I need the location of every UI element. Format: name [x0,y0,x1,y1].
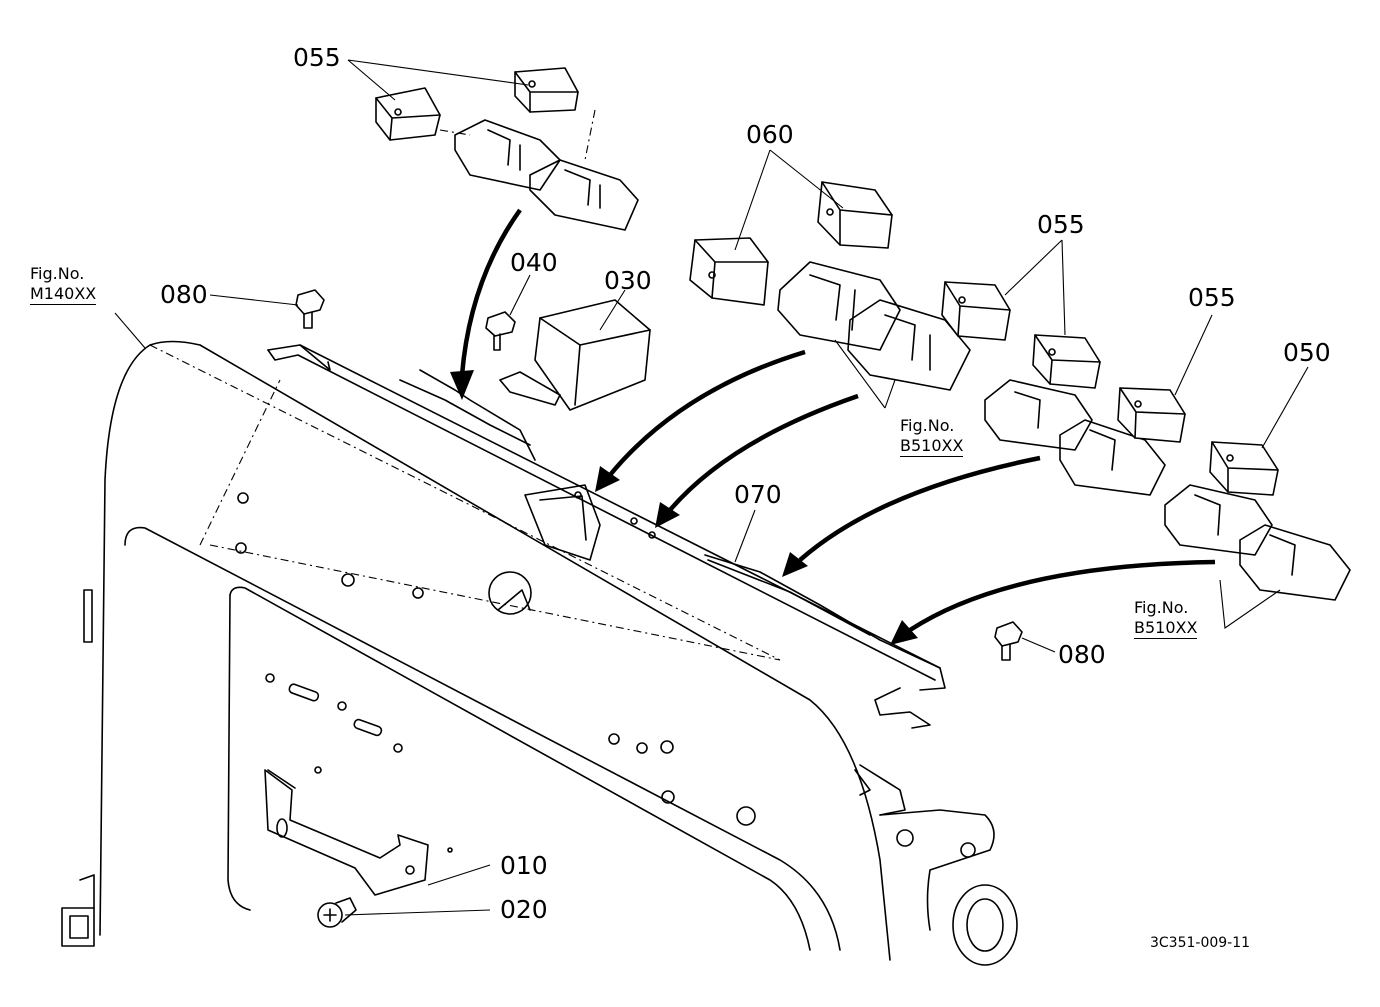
figure-ref-middle-line2: B510XX [900,436,964,457]
figure-ref-middle: Fig.No. B510XX [900,416,964,457]
callout-070: 070 [734,480,782,509]
figure-ref-right-line2: B510XX [1134,618,1198,639]
drawing-code: 3C351-009-11 [1150,935,1251,951]
callout-055-mid: 055 [1037,210,1085,239]
figure-ref-right: Fig.No. B510XX [1134,598,1198,639]
callout-060: 060 [746,120,794,149]
leader-lines [114,59,1309,916]
callout-030: 030 [604,266,652,295]
callout-020: 020 [500,895,548,924]
figure-ref-left-line1: Fig.No. [30,264,85,283]
figure-ref-middle-line1: Fig.No. [900,416,955,435]
relay-030 [499,299,651,411]
bolt-080-right [994,621,1023,661]
assembly-arrows [450,208,1216,645]
callout-010: 010 [500,851,548,880]
bolt-080-left [295,289,325,329]
relay-group-050 [1117,387,1351,601]
callout-080-right: 080 [1058,640,1106,669]
callout-080-left: 080 [160,280,208,309]
callout-040: 040 [510,248,558,277]
screw-020 [317,897,357,928]
bracket-010 [264,769,453,896]
figure-ref-left: Fig.No. M140XX [30,264,97,305]
relay-group-060 [689,181,971,391]
figure-ref-left-line2: M140XX [30,284,97,305]
mounting-rail [267,344,1018,966]
figure-ref-right-line1: Fig.No. [1134,598,1189,617]
relay-group-top [375,67,639,231]
callout-055-right: 055 [1188,283,1236,312]
bolt-040 [485,311,516,351]
relay-group-055-mid [941,281,1166,496]
panel-housing [61,340,891,961]
callout-050: 050 [1283,338,1331,367]
callout-055-top: 055 [293,43,341,72]
